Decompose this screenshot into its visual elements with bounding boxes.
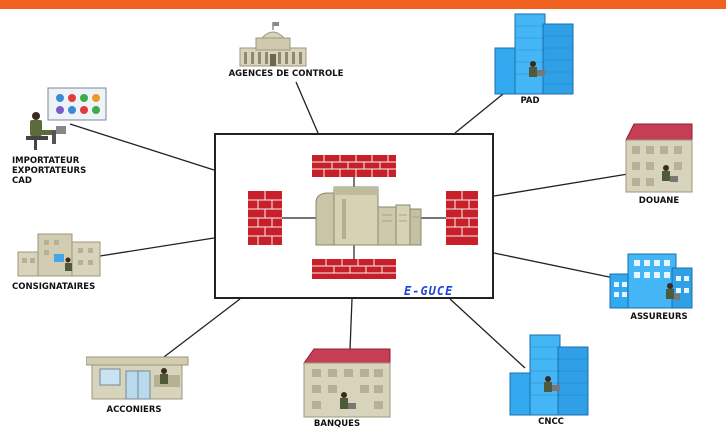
- node-cncc: [508, 333, 592, 421]
- firewall-left-icon: [248, 191, 282, 245]
- e-guce-logo: E-GUCE: [404, 284, 454, 298]
- node-acconiers: [85, 355, 190, 405]
- link-agences: [295, 81, 319, 134]
- label-douane: DOUANE: [638, 196, 680, 206]
- link-importateur: [69, 123, 215, 171]
- node-douane: [624, 122, 694, 198]
- node-consignataires: [16, 232, 102, 282]
- server-rack-icon: [315, 186, 422, 246]
- label-banques: BANQUES: [313, 419, 361, 429]
- node-banques: [302, 347, 392, 423]
- warehouse-storefront-icon: [85, 356, 189, 400]
- user-workstation-icon: [26, 87, 107, 150]
- label-importateur: IMPORTATEUR EXPORTATEURS CAD: [12, 156, 87, 186]
- link-banques: [349, 298, 353, 351]
- node-agences-de-controle: [228, 20, 318, 72]
- link-pad: [454, 93, 504, 134]
- node-pad: [493, 12, 575, 100]
- label-acconiers: ACCONIERS: [106, 405, 162, 415]
- office-building-icon: [17, 233, 101, 277]
- link-acconiers: [159, 298, 241, 361]
- blue-office-tower-icon: [509, 334, 589, 416]
- node-assureurs: [608, 252, 694, 314]
- label-cncc: CNCC: [538, 417, 564, 427]
- blue-office-tower-icon: [494, 13, 574, 95]
- e-guce-hub: E-GUCE: [214, 133, 494, 299]
- bank-building-icon: [303, 348, 391, 418]
- blue-building-icon: [609, 253, 693, 309]
- label-assureurs: ASSUREURS: [630, 312, 688, 322]
- top-accent-bar: [0, 0, 726, 9]
- hub-illustration: [248, 155, 478, 279]
- link-douane: [493, 173, 629, 197]
- firewall-bottom-icon: [312, 259, 396, 279]
- firewall-right-icon: [446, 191, 478, 245]
- label-agences-de-controle: AGENCES DE CONTROLE: [228, 69, 344, 79]
- link-cncc: [449, 298, 526, 369]
- node-importateur: [22, 86, 112, 158]
- label-pad: PAD: [520, 96, 540, 106]
- government-building-icon: [239, 22, 307, 67]
- link-consignataires: [99, 237, 215, 257]
- firewall-top-icon: [312, 155, 396, 177]
- link-assureurs: [493, 252, 615, 279]
- customs-building-icon: [625, 123, 693, 193]
- label-consignataires: CONSIGNATAIRES: [12, 282, 96, 292]
